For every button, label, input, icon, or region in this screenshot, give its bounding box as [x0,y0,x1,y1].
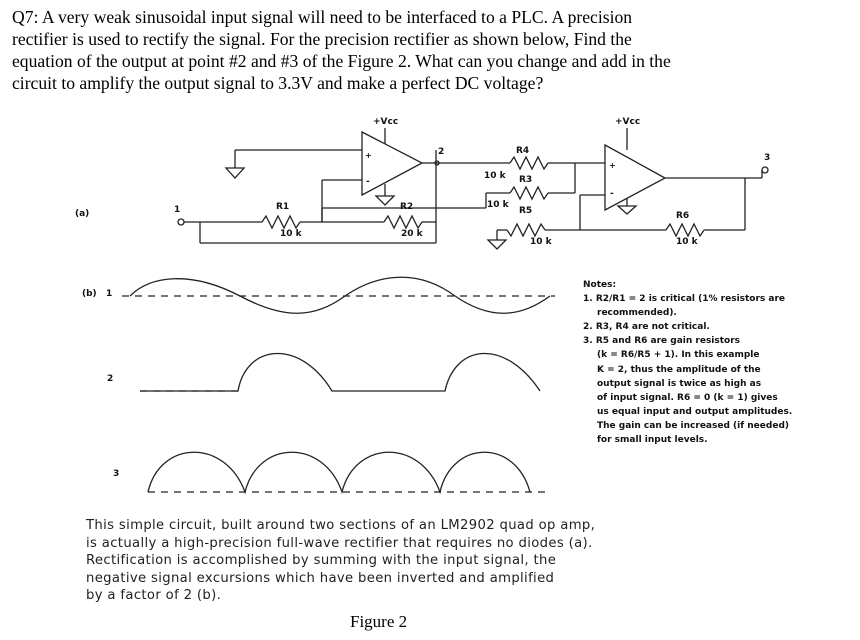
r1-resistor [261,214,301,230]
r6-name: R6 [676,211,689,221]
r1-name: R1 [276,202,289,212]
description-line: by a factor of 2 (b). [86,588,222,604]
notes-block: Notes: 1. R2/R1 = 2 is critical (1% resi… [583,278,853,447]
ground-symbol [616,205,638,215]
notes-line: output signal is twice as high as [597,378,762,389]
notes-line: 2. R3, R4 are not critical. [583,322,710,333]
description-line: This simple circuit, built around two se… [86,518,596,533]
opamp2-minus: - [610,189,614,199]
r3-name: R3 [519,175,532,185]
question-line: circuit to amplify the output signal to … [12,73,544,93]
node-2-label: 2 [438,147,444,157]
waveform-label-1: 1 [106,289,112,299]
notes-line: of input signal. R6 = 0 (k = 1) gives [597,392,778,403]
node-1-terminal [177,218,185,226]
notes-line: us equal input and output amplitudes. [597,406,793,417]
part-a-label: (a) [75,209,89,219]
description-line: is actually a high-precision full-wave r… [86,535,593,551]
waveform-2-half-wave [140,352,541,392]
opamp2-plus: + [609,161,616,170]
r5-resistor [506,222,546,238]
ground-symbol [374,195,396,206]
node-3-terminal [761,166,769,174]
r2-value: 20 k [401,229,424,239]
waveform-3-full-wave [147,451,531,495]
node-2-junction [434,160,440,166]
part-b-label: (b) [82,289,97,299]
description-line: negative signal excursions which have be… [86,570,555,586]
ground-symbol [486,239,508,250]
notes-title: Notes: [583,280,617,290]
r3-resistor [509,185,549,201]
question-line: rectifier is used to rectify the signal.… [12,29,632,49]
vcc-label-2: +Vcc [615,117,640,127]
question-line: equation of the output at point #2 and #… [12,51,671,71]
op-amp-2 [604,143,667,212]
notes-line: 3. R5 and R6 are gain resistors [583,336,741,347]
notes-line: K = 2, thus the amplitude of the [597,364,761,375]
r2-name: R2 [400,202,413,212]
notes-line: 1. R2/R1 = 2 is critical (1% resistors a… [583,294,786,305]
r4-value: 10 k [484,171,507,181]
notes-line: The gain can be increased (if needed) [597,420,789,431]
r5-value: 10 k [530,237,553,247]
opamp1-plus: + [365,151,372,160]
r6-resistor [665,222,705,238]
r4-resistor [509,155,549,171]
vcc-label-1: +Vcc [373,117,398,127]
figure-caption: Figure 2 [350,612,408,631]
waveform-1-sine [129,276,551,314]
r3-value: 10 k [487,200,510,210]
notes-line: (k = R6/R5 + 1). In this example [597,350,760,361]
node-3-label: 3 [764,153,770,163]
description-line: Rectification is accomplished by summing… [86,553,557,569]
opamp1-minus: - [366,177,370,187]
question-line: Q7: A very weak sinusoidal input signal … [12,7,633,27]
question-text: Q7: A very weak sinusoidal input signal … [12,6,852,94]
ground-symbol [224,167,246,179]
r6-value: 10 k [676,237,699,247]
r5-name: R5 [519,206,532,216]
notes-line: for small input levels. [597,435,708,446]
node-1-label: 1 [174,205,180,215]
waveform-label-3: 3 [113,469,119,479]
notes-line: recommended). [597,308,677,319]
description-text: This simple circuit, built around two se… [86,517,806,605]
r1-value: 10 k [280,229,303,239]
waveform-label-2: 2 [107,374,113,384]
r2-resistor [383,214,423,230]
op-amp-1 [361,130,424,197]
r4-name: R4 [516,146,529,156]
